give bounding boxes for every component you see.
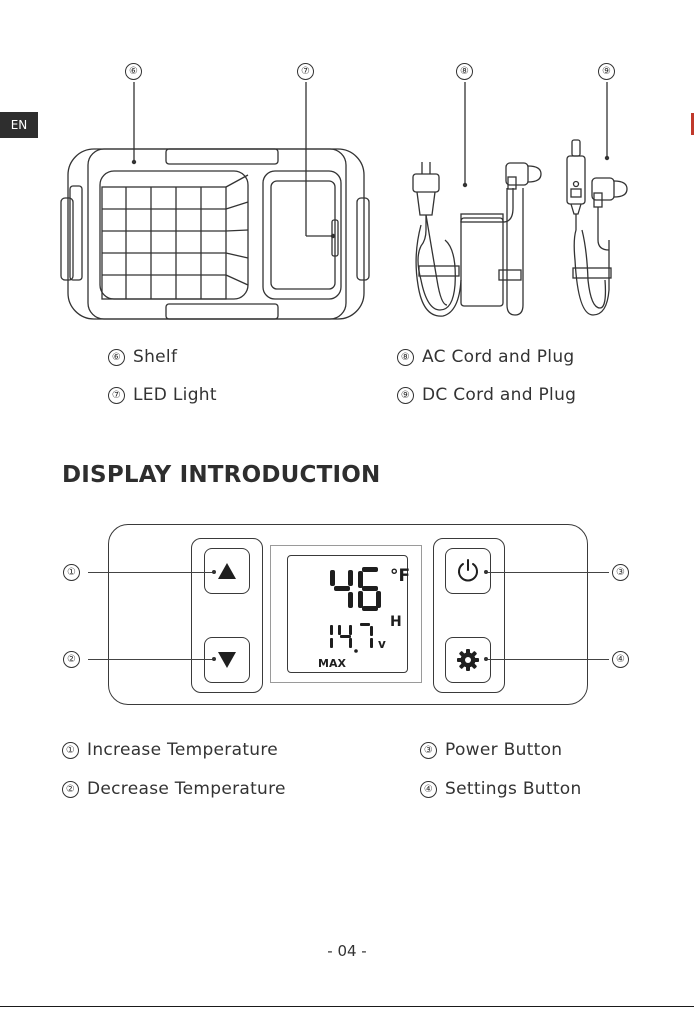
triangle-down-icon xyxy=(217,651,237,669)
legend-decrease-temperature: ② Decrease Temperature xyxy=(62,779,286,799)
power-cords-illustration xyxy=(395,80,645,330)
power-level-indicator: H xyxy=(390,614,402,630)
leader-dot-4 xyxy=(484,657,488,661)
leader-line-3 xyxy=(486,572,609,573)
callout-number-2: ② xyxy=(63,651,80,668)
section-title: DISPLAY INTRODUCTION xyxy=(62,462,380,488)
mode-indicator: MAX xyxy=(318,657,346,670)
legend-number-6: ⑥ xyxy=(108,349,125,366)
legend-number-4: ④ xyxy=(420,781,437,798)
callout-number-6: ⑥ xyxy=(125,63,142,80)
temperature-unit: °F xyxy=(390,566,410,586)
callout-number-4: ④ xyxy=(612,651,629,668)
leader-dot-1 xyxy=(212,570,216,574)
legend-increase-temperature: ① Increase Temperature xyxy=(62,740,278,760)
legend-label-increase: Increase Temperature xyxy=(87,740,278,760)
decrease-temperature-button[interactable] xyxy=(204,637,250,683)
legend-number-7: ⑦ xyxy=(108,387,125,404)
callout-number-3: ③ xyxy=(612,564,629,581)
leader-line-2 xyxy=(88,659,214,660)
legend-shelf: ⑥ Shelf xyxy=(108,347,177,367)
legend-label-shelf: Shelf xyxy=(133,347,177,367)
legend-ac-cord: ⑧ AC Cord and Plug xyxy=(397,347,575,367)
legend-settings-button: ④ Settings Button xyxy=(420,779,582,799)
legend-label-power: Power Button xyxy=(445,740,562,760)
callout-number-1: ① xyxy=(63,564,80,581)
leader-dot-2 xyxy=(212,657,216,661)
legend-label-led-light: LED Light xyxy=(133,385,217,405)
leader-dot-3 xyxy=(484,570,488,574)
page-number: - 04 - xyxy=(0,942,694,960)
legend-number-9: ⑨ xyxy=(397,387,414,404)
gear-icon xyxy=(456,648,480,672)
leader-line-4 xyxy=(486,659,609,660)
legend-led-light: ⑦ LED Light xyxy=(108,385,217,405)
bottom-rule xyxy=(0,1006,694,1007)
legend-number-8: ⑧ xyxy=(397,349,414,366)
legend-label-settings: Settings Button xyxy=(445,779,582,799)
voltage-unit: v xyxy=(378,637,386,651)
language-tab: EN xyxy=(0,112,38,138)
legend-power-button: ③ Power Button xyxy=(420,740,562,760)
increase-temperature-button[interactable] xyxy=(204,548,250,594)
callout-number-8: ⑧ xyxy=(456,63,473,80)
legend-number-2: ② xyxy=(62,781,79,798)
triangle-up-icon xyxy=(217,562,237,580)
callout-number-9: ⑨ xyxy=(598,63,615,80)
legend-number-3: ③ xyxy=(420,742,437,759)
legend-label-dc-cord: DC Cord and Plug xyxy=(422,385,576,405)
legend-label-decrease: Decrease Temperature xyxy=(87,779,286,799)
callout-number-7: ⑦ xyxy=(297,63,314,80)
fridge-top-view-illustration xyxy=(55,80,375,330)
leader-line-1 xyxy=(88,572,214,573)
legend-label-ac-cord: AC Cord and Plug xyxy=(422,347,575,367)
power-icon xyxy=(454,557,482,585)
voltage-digits xyxy=(328,622,378,654)
legend-dc-cord: ⑨ DC Cord and Plug xyxy=(397,385,576,405)
legend-number-1: ① xyxy=(62,742,79,759)
temperature-digits xyxy=(328,566,384,614)
